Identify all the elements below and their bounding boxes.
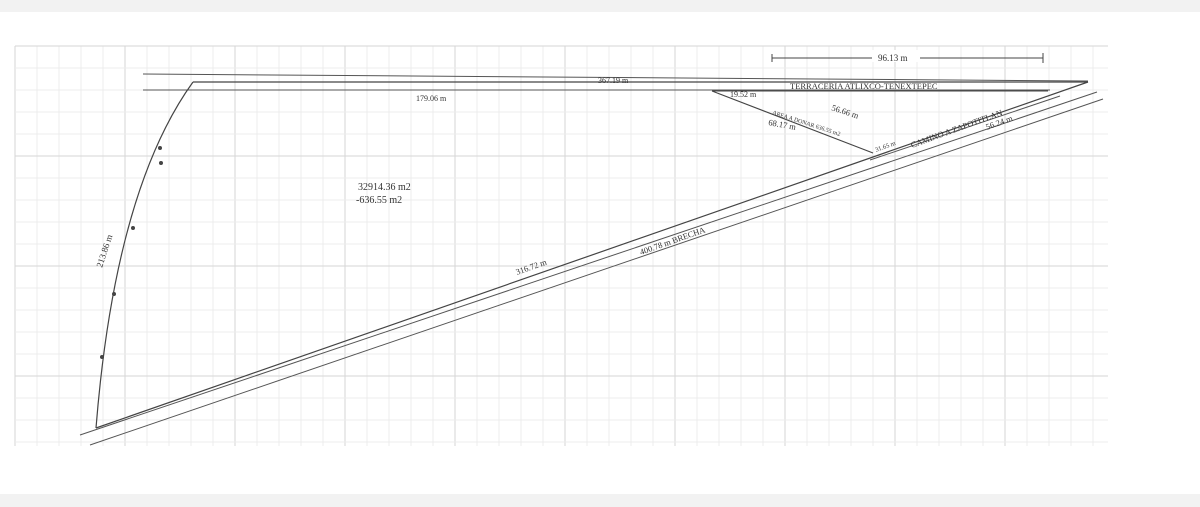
road-name-label: TERRACERIA ATLIXCO-TENEXTEPEC	[790, 81, 938, 91]
lot-hypotenuse	[95, 81, 1089, 429]
lot-left-arc	[95, 81, 194, 429]
background-grid	[14, 45, 1108, 446]
left-side-length-label: 213.86 m	[94, 233, 114, 268]
small-top-label: 19.52 m	[730, 90, 757, 99]
donated-area-label: -636.55 m2	[356, 195, 402, 206]
donation-area-diag	[711, 90, 874, 154]
road-edge-top	[142, 73, 1089, 82]
total-area-label: 32914.36 m2	[358, 182, 411, 193]
small-left-label: 68.17 m	[768, 117, 798, 132]
arc-vertex-markers	[100, 146, 163, 359]
dimension-label-top: 96.13 m	[878, 53, 908, 63]
small-diag-label: 56.66 m	[830, 102, 860, 120]
brecha-line-outer	[79, 91, 1098, 436]
road-length-label: 367.19 m	[598, 76, 629, 85]
lot-plan-diagram: 96.13 m 367.19 m TERRACERIA ATLIXCO-TENE…	[14, 45, 1108, 446]
camino-line	[869, 95, 1061, 161]
lot-top-length-label: 179.06 m	[416, 94, 447, 103]
brecha-line-2	[89, 98, 1104, 446]
survey-plan-sheet: 96.13 m 367.19 m TERRACERIA ATLIXCO-TENE…	[0, 12, 1200, 494]
